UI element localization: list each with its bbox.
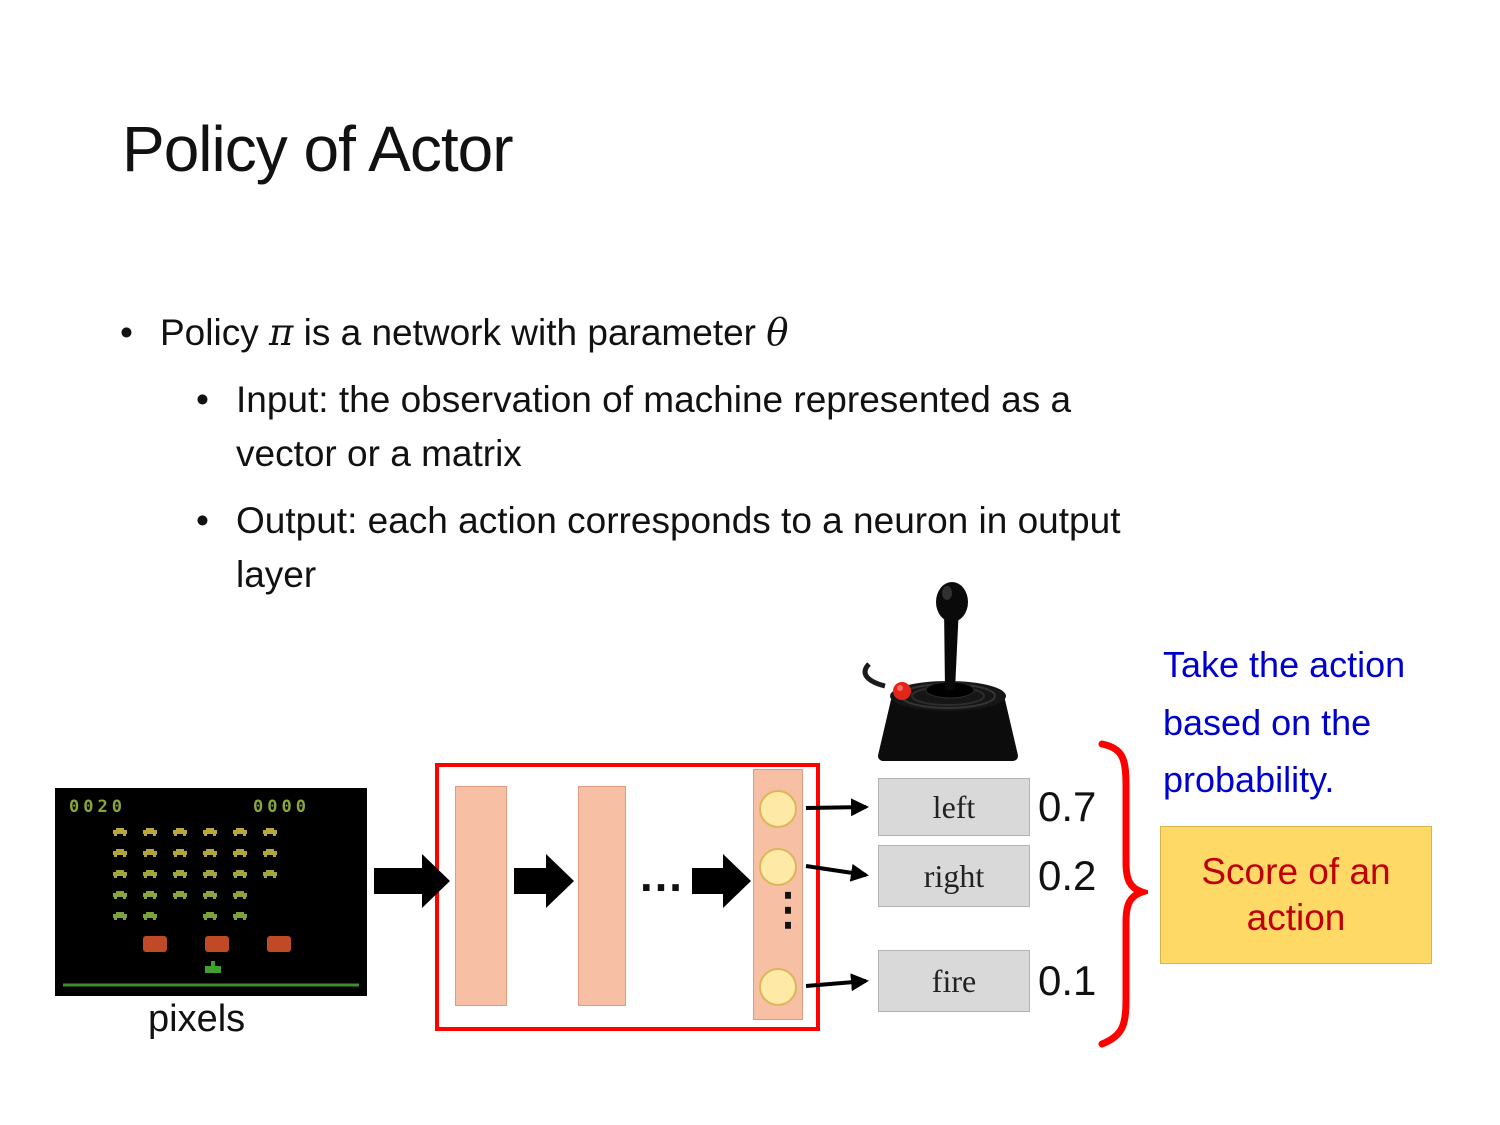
joystick-knob	[936, 582, 968, 622]
curly-brace-icon	[1098, 740, 1148, 1048]
action-box-right: right	[878, 845, 1030, 907]
bullet-policy-text: Policy π is a network with parameter θ	[160, 306, 789, 360]
output-neuron-3	[759, 968, 797, 1006]
score-of-action-box: Score of an action	[1160, 826, 1432, 964]
bullet-input: Input: the observation of machine repres…	[196, 373, 1071, 480]
shields	[143, 936, 291, 952]
probability-right: 0.2	[1038, 852, 1097, 899]
layer-ellipsis: …	[638, 849, 684, 901]
player-cannon	[205, 961, 221, 973]
joystick-image	[862, 582, 1018, 761]
bullet-output-text: Output: each action corresponds to a neu…	[236, 500, 1121, 595]
action-box-fire: fire	[878, 950, 1030, 1012]
pi-symbol: π	[268, 311, 294, 354]
game-score-left: 0020	[69, 797, 126, 817]
network-layer-1	[455, 786, 507, 1006]
space-invaders-screenshot: 0020 0000	[55, 788, 367, 996]
bullet-output: Output: each action corresponds to a neu…	[196, 494, 1120, 601]
game-score-right: 0000	[253, 797, 310, 817]
bullet-marker	[196, 494, 236, 601]
bullet-text-mid: is a network with parameter	[293, 312, 767, 353]
button-highlight	[897, 685, 903, 691]
knob-highlight	[942, 586, 952, 600]
probability-fire: 0.1	[1038, 957, 1097, 1004]
pixels-label: pixels	[148, 998, 246, 1040]
theta-symbol: θ	[766, 311, 789, 354]
bullet-marker	[196, 373, 236, 480]
bullet-marker	[120, 306, 160, 360]
page-title: Policy of Actor	[122, 113, 513, 185]
action-box-left: left	[878, 778, 1030, 836]
bullet-policy-network: Policy π is a network with parameter θ	[120, 306, 789, 360]
joystick-fire-button	[893, 682, 911, 700]
joystick-cord	[862, 662, 886, 689]
output-neuron-2	[759, 848, 797, 886]
bullet-text-prefix: Policy	[160, 312, 269, 353]
joystick-stick	[944, 606, 959, 690]
take-action-note: Take the action based on the probability…	[1163, 644, 1406, 801]
neuron-ellipsis: ⋮	[766, 885, 810, 934]
network-layer-2	[578, 786, 626, 1006]
probability-left: 0.7	[1038, 783, 1097, 830]
output-neuron-1	[759, 790, 797, 828]
space-invaders-image: 0020 0000	[55, 788, 367, 996]
bullet-input-text: Input: the observation of machine repres…	[236, 379, 1072, 474]
